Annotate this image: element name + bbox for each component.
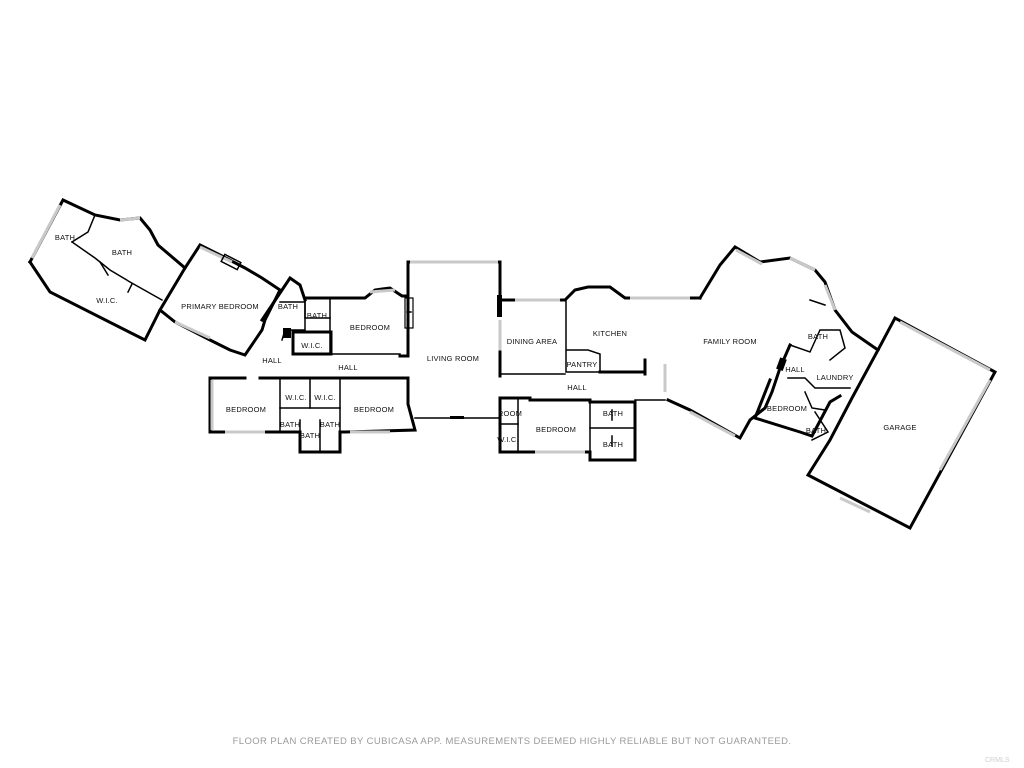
disclaimer-footer: FLOOR PLAN CREATED BY CUBICASA APP. MEAS…: [232, 736, 792, 747]
label-hall-left: HALL: [262, 356, 282, 365]
label-pantry: PANTRY: [567, 360, 598, 369]
label-bath-e2: BATH: [603, 440, 623, 449]
label-bath-s2: BATH: [320, 420, 340, 429]
label-hall-center: HALL: [338, 363, 358, 372]
dining-kitchen-walls: [498, 285, 702, 392]
garage-walls: [805, 315, 998, 531]
label-wic-mid: W.I.C.: [301, 341, 323, 350]
label-bedroom-sw: BEDROOM: [226, 405, 266, 414]
family-room-walls: [666, 245, 881, 441]
label-bath-mid2: BATH: [307, 311, 327, 320]
label-hall-east: HALL: [567, 383, 587, 392]
label-primary-bedroom: PRIMARY BEDROOM: [181, 302, 259, 311]
label-bath-fr2: BATH: [806, 426, 826, 435]
label-dining-area: DINING AREA: [507, 337, 558, 346]
label-room: ROOM: [498, 409, 522, 418]
label-wic-east: W.I.C.: [497, 435, 519, 444]
east-bedroom-walls: [753, 378, 843, 442]
label-bedroom-fr: BEDROOM: [767, 404, 807, 413]
label-wic-s2: W.I.C.: [314, 393, 336, 402]
label-wic-s1: W.I.C.: [285, 393, 307, 402]
label-bedroom-mid: BEDROOM: [350, 323, 390, 332]
label-hall-fr: HALL: [785, 365, 805, 374]
room-labels: BATH BATH W.I.C. PRIMARY BEDROOM BATH BA…: [55, 233, 917, 449]
label-laundry: LAUNDRY: [816, 373, 853, 382]
center-left-walls: [303, 286, 414, 358]
label-bath-nw2: BATH: [112, 248, 132, 257]
primary-suite-walls: [27, 198, 333, 357]
label-bedroom-east: BEDROOM: [536, 425, 576, 434]
south-center-walls: [498, 396, 666, 462]
watermark-logo: CRMLS: [985, 757, 1010, 764]
living-room-walls: [406, 260, 502, 419]
label-bath-mid: BATH: [278, 302, 298, 311]
label-bath-nw: BATH: [55, 233, 75, 242]
label-bedroom-s: BEDROOM: [354, 405, 394, 414]
label-living-room: LIVING ROOM: [427, 354, 479, 363]
label-bath-s1: BATH: [280, 420, 300, 429]
label-garage: GARAGE: [883, 423, 916, 432]
label-bath-e1: BATH: [603, 409, 623, 418]
south-bedrooms-walls: [208, 376, 417, 454]
label-family-room: FAMILY ROOM: [703, 337, 757, 346]
label-kitchen: KITCHEN: [593, 329, 627, 338]
label-bath-fr: BATH: [808, 332, 828, 341]
label-wic-west: W.I.C.: [96, 296, 118, 305]
label-bath-s3: BATH: [300, 431, 320, 440]
